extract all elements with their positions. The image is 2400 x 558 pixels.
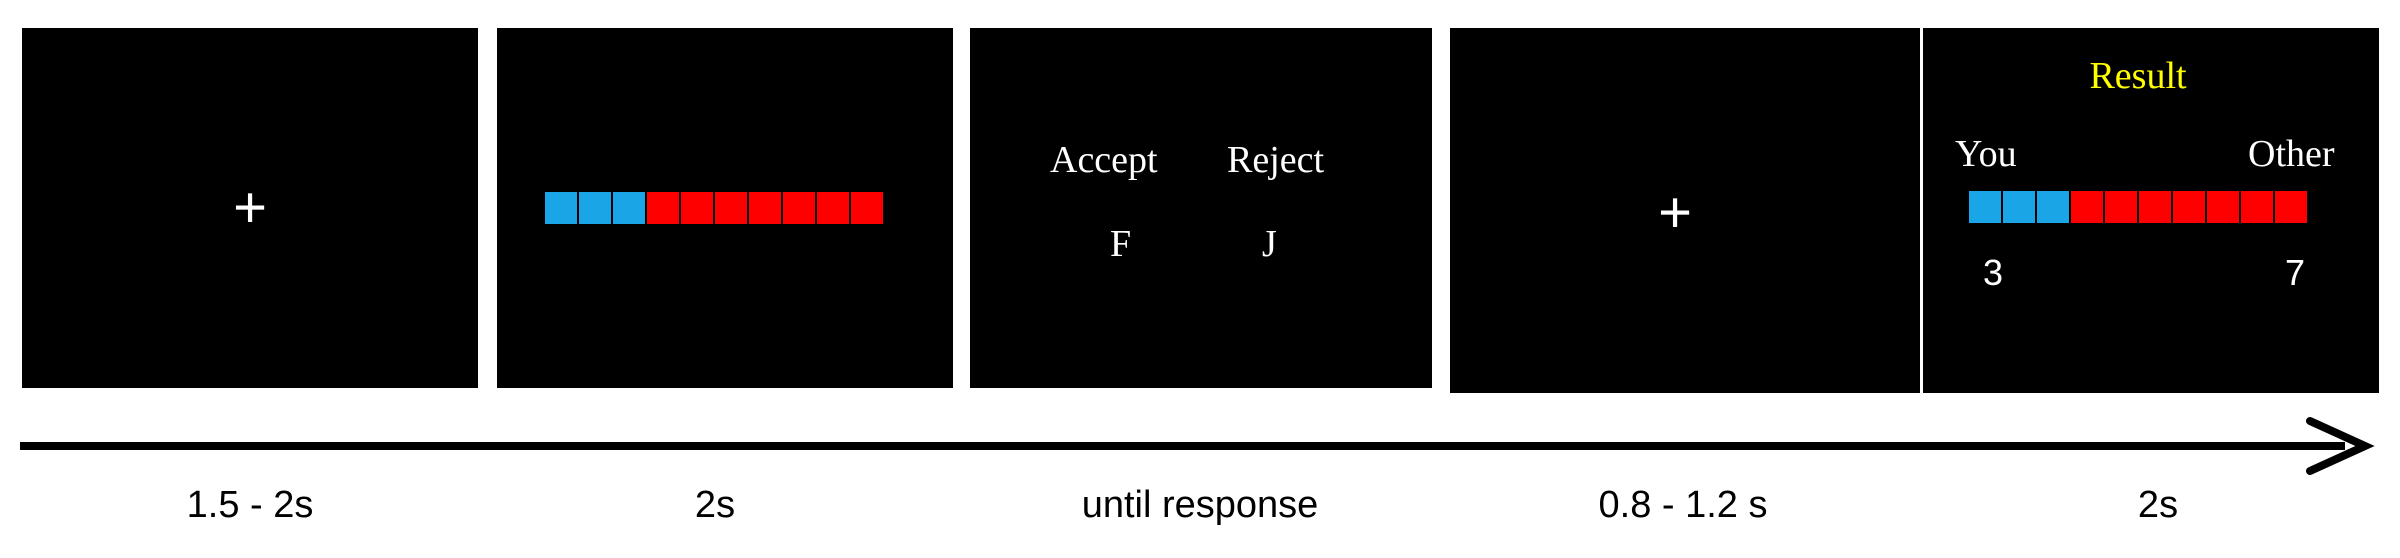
reject-key-label: J [1262, 223, 1277, 265]
fixation-cross: + [1658, 180, 1692, 245]
other-unit-cell [2070, 190, 2104, 224]
self-unit-cell [578, 191, 612, 225]
other-unit-cell [2206, 190, 2240, 224]
other-unit-cell [2172, 190, 2206, 224]
other-unit-cell [714, 191, 748, 225]
other-unit-cell [2138, 190, 2172, 224]
other-unit-cell [646, 191, 680, 225]
screen-offer [497, 28, 953, 388]
screen-fixation-1: + [22, 28, 478, 388]
other-unit-cell [850, 191, 884, 225]
other-unit-cell [2104, 190, 2138, 224]
accept-key-label: F [1110, 223, 1132, 265]
self-unit-cell [612, 191, 646, 225]
screen-decision: Accept Reject F J [970, 28, 1432, 388]
duration-label-2: 2s [694, 484, 736, 526]
timeline-arrowhead [2306, 417, 2375, 475]
other-unit-cell [2240, 190, 2274, 224]
other-unit-cell [782, 191, 816, 225]
self-unit-cell [1968, 190, 2002, 224]
screen-fixation-2: + [1450, 28, 1920, 393]
other-label: Other [2248, 133, 2335, 175]
other-unit-cell [2274, 190, 2308, 224]
duration-label-4: 0.8 - 1.2 s [1598, 484, 1768, 526]
duration-label-1: 1.5 - 2s [186, 484, 314, 526]
other-unit-cell [748, 191, 782, 225]
you-label: You [1955, 133, 2017, 175]
you-count: 3 [1983, 252, 2004, 293]
result-allocation-bar [1968, 190, 2308, 224]
accept-label: Accept [1050, 139, 1158, 181]
self-unit-cell [2002, 190, 2036, 224]
self-unit-cell [544, 191, 578, 225]
screen-result: Result You Other 3 7 [1923, 28, 2379, 393]
duration-label-5: 2s [2137, 484, 2179, 526]
result-title: Result [2089, 55, 2187, 97]
self-unit-cell [2036, 190, 2070, 224]
timeline-arrow [20, 417, 2375, 475]
allocation-bar [544, 191, 884, 225]
duration-label-3: until response [1081, 484, 1319, 526]
other-count: 7 [2285, 252, 2306, 293]
reject-label: Reject [1227, 139, 1325, 181]
fixation-cross: + [233, 175, 267, 240]
other-unit-cell [816, 191, 850, 225]
other-unit-cell [680, 191, 714, 225]
